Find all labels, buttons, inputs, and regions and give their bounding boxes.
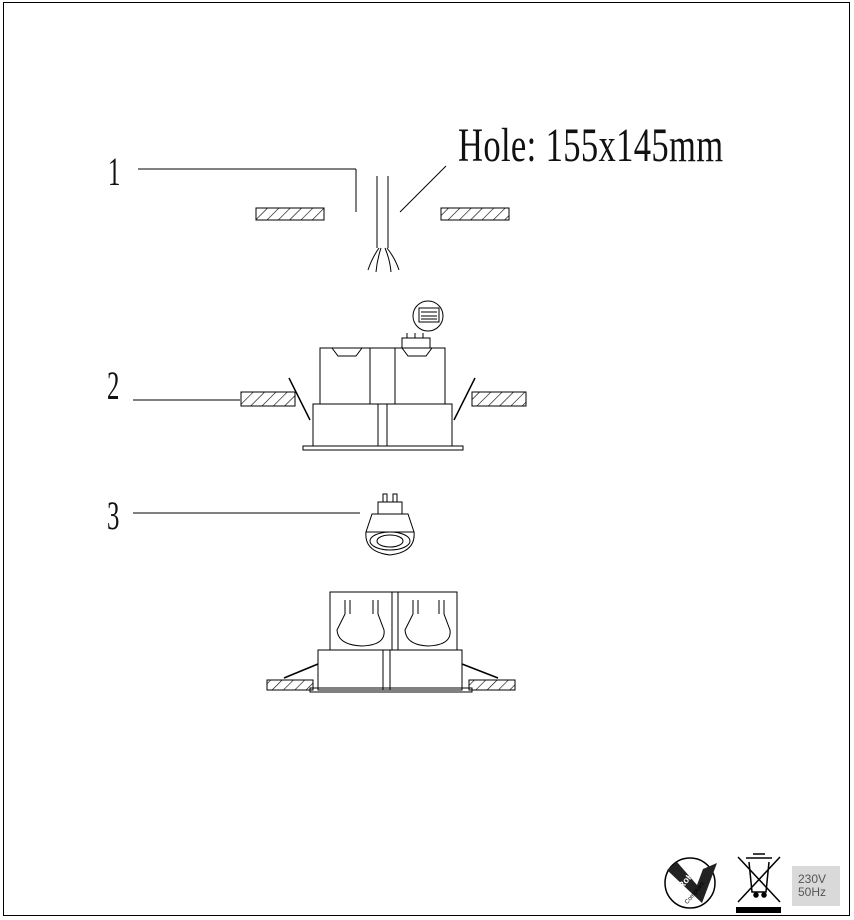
installed-bulb-left [336, 600, 385, 647]
hole-size-label: Hole: 155x145mm [458, 119, 724, 172]
page-frame [3, 2, 850, 916]
step-number-3: 3 [107, 493, 120, 538]
spring-clip-right [453, 377, 476, 421]
terminal-block-icon [401, 300, 444, 349]
step-2-fixture-insertion [133, 300, 527, 451]
twin-downlight-housing [288, 347, 476, 451]
step-number-2: 2 [107, 363, 120, 408]
step-3-bulb-insertion [133, 493, 415, 556]
installed-bulb-right [404, 600, 451, 647]
ceiling-panel-right [468, 679, 516, 691]
step-1-ceiling-cutout [138, 165, 510, 273]
ceiling-panel-right [440, 207, 510, 221]
final-installed-fixture [266, 591, 516, 693]
supply-cable [367, 176, 400, 273]
voltage-value: 230V [798, 872, 827, 886]
ceiling-panel-left [266, 679, 314, 691]
ceiling-panel-left [240, 391, 296, 407]
ceiling-panel-left [255, 207, 325, 221]
rohs-compliant-icon: RoHS Compliant [664, 857, 717, 909]
frequency-value: 50Hz [798, 885, 827, 899]
hole-leader-line [399, 165, 447, 213]
ceiling-panel-right [471, 391, 527, 407]
voltage-rating-badge: 230V 50Hz [792, 866, 840, 906]
gu10-bulb-icon [365, 493, 415, 556]
spring-clip-left [288, 377, 311, 421]
spring-clip-right [461, 663, 499, 679]
spring-clip-left [283, 663, 319, 679]
step-number-1: 1 [108, 149, 121, 194]
weee-crossed-bin-icon [736, 853, 781, 913]
